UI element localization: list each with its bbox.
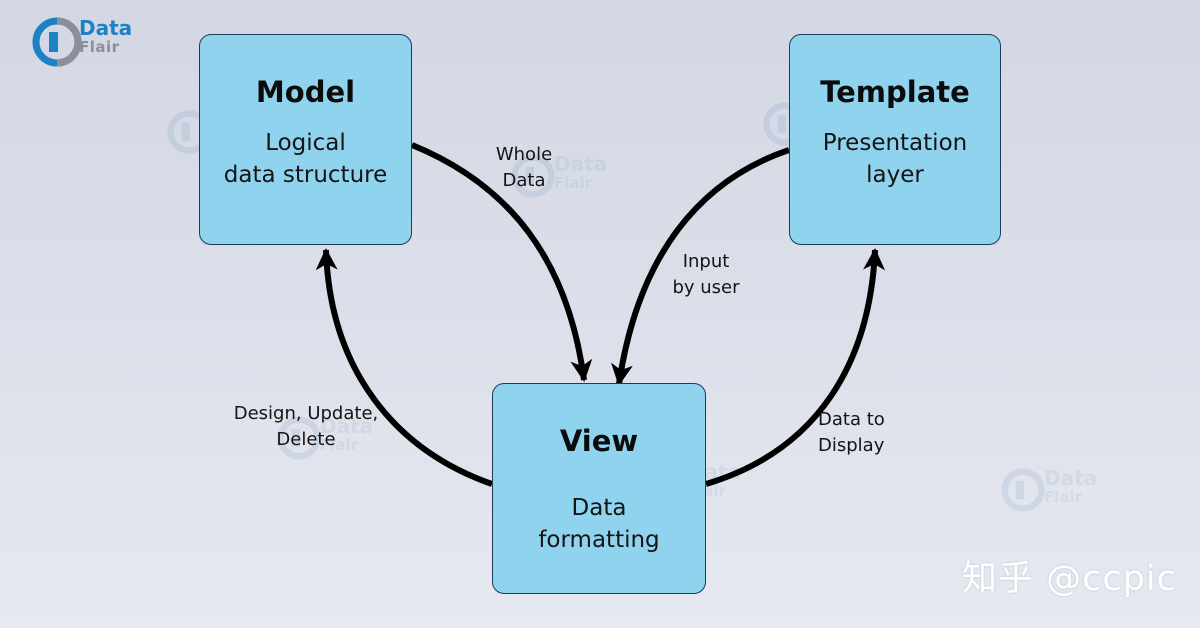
dataflair-logo-icon <box>32 17 82 67</box>
watermark-logo-icon <box>277 416 321 460</box>
watermark-logo-icon <box>511 154 555 198</box>
watermark-word-flair: Flair <box>1044 488 1083 506</box>
watermark-word-flair: Flair <box>320 436 359 454</box>
view-title: View <box>559 424 639 458</box>
model-title: Model <box>255 75 356 109</box>
template-subtitle: Presentation layer <box>822 130 968 188</box>
arrow-view-to-template <box>705 248 886 487</box>
watermark-word-flair: Flair <box>554 174 593 192</box>
logo-word-flair: Flair <box>79 38 120 56</box>
model-subtitle: Logical data structure <box>223 130 388 188</box>
view-node: View Data formatting <box>492 383 706 594</box>
arrow-model-to-view <box>410 142 593 382</box>
watermark-logo-icon <box>1001 468 1045 512</box>
zhihu-watermark: 知乎 @ccpic <box>962 559 1177 599</box>
view-subtitle: Data formatting <box>538 495 660 553</box>
model-node: Model Logical data structure <box>199 34 412 245</box>
watermark-word-data: Data <box>1044 466 1098 490</box>
template-title: Template <box>820 75 970 109</box>
watermark-word-data: Data <box>554 152 608 176</box>
template-node: Template Presentation layer <box>789 34 1001 245</box>
edge-label-data-to-display: Data to Display <box>818 409 885 456</box>
arrow-template-to-view <box>611 147 790 386</box>
edge-label-design-update-delete: Design, Update, Delete <box>233 403 379 450</box>
edge-label-whole-data: Whole Data <box>495 144 553 191</box>
dataflair-logo: Data Flair <box>32 16 142 68</box>
arrow-view-to-model <box>315 248 493 487</box>
edge-label-input-by-user: Input by user <box>672 251 740 298</box>
watermark-word-data: Data <box>320 414 374 438</box>
logo-word-data: Data <box>79 16 133 40</box>
